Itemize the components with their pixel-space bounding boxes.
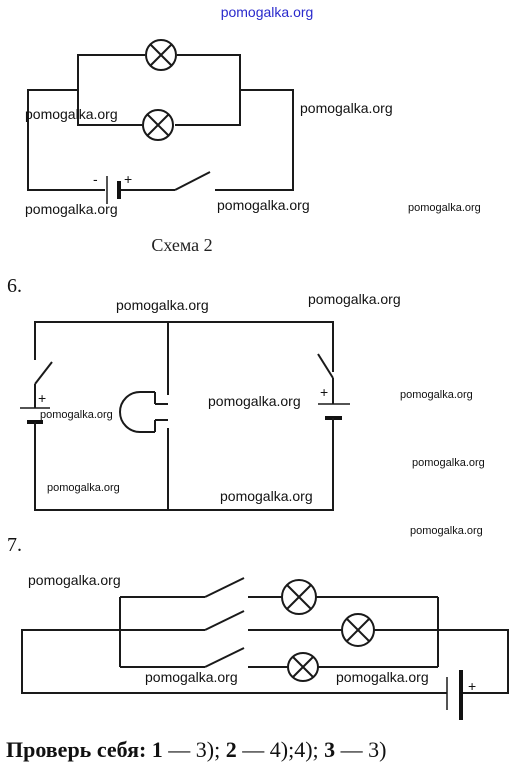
- lamp-icon: [341, 613, 375, 647]
- battery-icon: [106, 176, 121, 204]
- answer-label: Проверь себя:: [6, 737, 146, 762]
- task6-wire-bottom: [34, 426, 334, 511]
- answer-value-1: — 3);: [163, 737, 226, 762]
- switch-icon: [204, 647, 245, 668]
- task-6-number: 6.: [7, 275, 22, 297]
- battery-plus-sign: +: [124, 171, 132, 187]
- answer-value-2: — 4);4);: [237, 737, 324, 762]
- lamp-icon: [287, 652, 319, 682]
- battery-plus-sign: +: [468, 678, 476, 694]
- switch-icon: [174, 171, 211, 191]
- battery-plus-sign: +: [320, 384, 328, 400]
- watermark: pomogalka.org: [25, 106, 118, 122]
- scheme2-wire-mid-right: [175, 90, 241, 126]
- battery-icon: [446, 670, 463, 720]
- watermark-top: pomogalka.org: [221, 4, 314, 20]
- bell-icon: [119, 391, 168, 433]
- scheme-2-circuit: - +: [27, 39, 294, 204]
- watermark: pomogalka.org: [412, 457, 485, 469]
- lamp-icon: [281, 579, 317, 615]
- watermark: pomogalka.org: [308, 291, 401, 307]
- watermark: pomogalka.org: [116, 297, 209, 313]
- switch-icon: [34, 361, 53, 385]
- watermark: pomogalka.org: [25, 201, 118, 217]
- scheme2-wire-top-left: [77, 54, 145, 90]
- scheme2-wire-mid-left: [77, 90, 142, 126]
- watermark: pomogalka.org: [217, 197, 310, 213]
- scheme2-wire-top-right: [177, 54, 241, 90]
- lamp-icon: [145, 39, 177, 71]
- watermark: pomogalka.org: [410, 525, 483, 537]
- task-6-circuit: + +: [20, 321, 350, 511]
- watermark: pomogalka.org: [400, 389, 473, 401]
- watermark: pomogalka.org: [300, 100, 393, 116]
- watermark: pomogalka.org: [145, 669, 238, 685]
- watermark: pomogalka.org: [220, 488, 313, 504]
- task6-wire-top: [34, 321, 334, 372]
- battery-icon: [318, 378, 350, 426]
- scheme2-wire-right-loop: [215, 89, 294, 191]
- task7-wire-outer-left: [21, 629, 447, 694]
- scheme-2-caption: Схема 2: [151, 235, 212, 255]
- battery-minus-sign: -: [93, 171, 98, 187]
- watermark: pomogalka.org: [28, 572, 121, 588]
- scheme2-wire-left-loop: [27, 89, 105, 191]
- battery-plus-sign: +: [38, 390, 46, 406]
- task-7-circuit: +: [21, 577, 509, 720]
- switch-icon: [317, 353, 334, 379]
- watermark: pomogalka.org: [336, 669, 429, 685]
- watermark: pomogalka.org: [208, 393, 301, 409]
- answer-value-3: — 3): [335, 737, 386, 762]
- switch-icon: [204, 577, 245, 598]
- answer-number-2: 2: [226, 737, 237, 762]
- answer-number-1: 1: [152, 737, 163, 762]
- watermark: pomogalka.org: [40, 409, 113, 421]
- lamp-icon: [142, 109, 174, 141]
- answer-line: Проверь себя: 1 — 3); 2 — 4);4); 3 — 3): [6, 737, 386, 762]
- watermark: pomogalka.org: [47, 482, 120, 494]
- task-7-number: 7.: [7, 534, 22, 556]
- answer-number-3: 3: [324, 737, 335, 762]
- watermark: pomogalka.org: [408, 202, 481, 214]
- switch-icon: [204, 610, 245, 631]
- task7-wire-outer-right: [438, 629, 509, 694]
- battery-icon: [20, 384, 50, 432]
